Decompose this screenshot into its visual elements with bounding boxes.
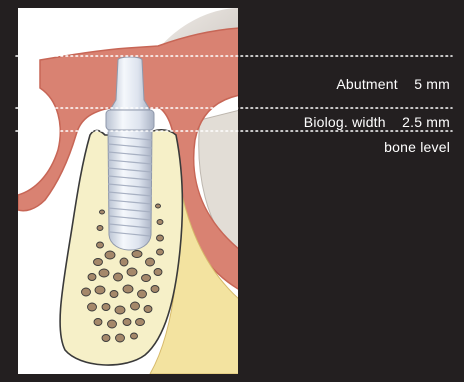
implant-collar [106,110,154,130]
implant-fixture [108,128,152,250]
abutment-label: Abutment 5 mm [336,76,450,92]
bone-level-label: bone level [384,139,450,155]
biological-width-label: Biolog. width 2.5 mm [304,114,450,130]
